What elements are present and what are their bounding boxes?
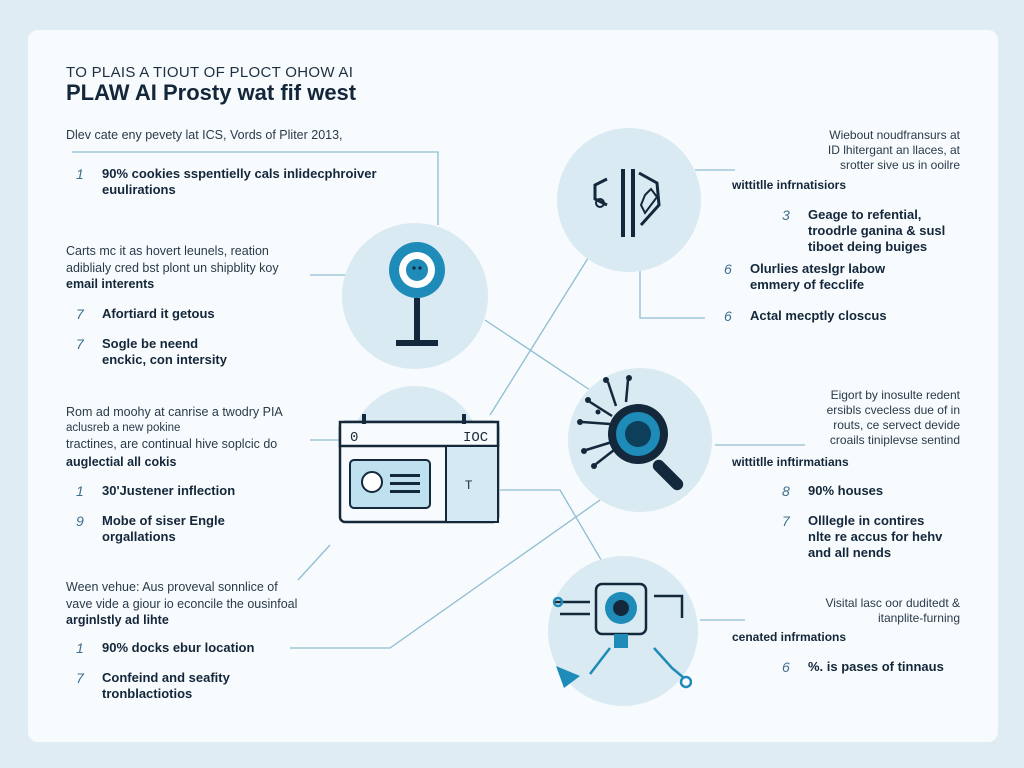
infographic-card — [28, 30, 998, 742]
left-section1-intro: Dlev cate eny pevety lat ICS, Vords of P… — [66, 128, 343, 142]
item-text: Afortiard it getous — [102, 306, 215, 321]
list-item: 7 Afortiard it getous — [76, 306, 336, 322]
device-side-label: T — [465, 478, 473, 492]
right-section1-note: Wiebout noudfransurs at ID lhitergant an… — [827, 128, 960, 172]
list-item: 7 Confeind and seafity tronblactiotios — [76, 670, 336, 702]
gear-pipeline-icon — [552, 582, 692, 689]
item-number: 8 — [782, 483, 790, 499]
list-item: 6 %. is pases of tinnaus — [782, 659, 972, 675]
item-number: 7 — [76, 306, 84, 322]
connector-line — [484, 319, 591, 391]
item-number: 1 — [76, 483, 84, 499]
left-section2-intro-1: Carts mc it as hovert leunels, reation — [66, 244, 269, 258]
list-item: 1 90% docks ebur location — [76, 640, 336, 656]
item-number: 1 — [76, 640, 84, 656]
list-item: 3 Geage to refential, troodrle ganina & … — [782, 207, 972, 255]
item-number: 7 — [76, 670, 84, 686]
item-text: Olllegle in contires nlte re accus for h… — [808, 513, 943, 560]
shield-icon — [593, 169, 661, 237]
item-text: 30'Justener inflection — [102, 483, 236, 498]
connector-line — [489, 254, 591, 416]
left-section4-intro-2: vave vide a giour io econcile the ousinf… — [66, 597, 298, 611]
device-window-icon — [338, 414, 500, 524]
connector-line — [639, 265, 705, 319]
connector-line — [72, 151, 439, 225]
list-item: 6 Actal mecptly closcus — [724, 308, 944, 324]
list-item: 1 90% cookies sspentielly cals inlidecph… — [76, 166, 416, 198]
item-text: Sogle be neend enckic, con intersity — [102, 336, 227, 367]
left-section3-intro-2: aclusreb a new pokine — [66, 422, 181, 434]
connector-line — [290, 499, 601, 649]
item-text: Confeind and seafity tronblactiotios — [102, 670, 230, 701]
left-section4-intro-3: arginlstly ad lihte — [66, 613, 169, 627]
page-title: PLAW AI Prosty wat fif west — [66, 80, 357, 105]
item-number: 7 — [76, 336, 84, 352]
item-text: 90% houses — [808, 483, 884, 498]
magnifier-icon — [577, 375, 684, 491]
device-left-label: 0 — [350, 430, 359, 446]
webcam-icon — [389, 242, 445, 346]
left-section3-intro-4: auglectial all cokis — [66, 455, 177, 469]
list-item: 9 Mobe of siser Engle orgallations — [76, 513, 336, 545]
right-section2-note: Eigort by inosulte redent ersibls cvecle… — [826, 388, 960, 447]
left-section2-intro-3: email interents — [66, 277, 155, 291]
item-number: 6 — [724, 308, 732, 324]
item-number: 6 — [782, 659, 790, 675]
item-text: 90% cookies sspentielly cals inlidecphro… — [102, 166, 377, 197]
item-number: 6 — [724, 261, 732, 277]
item-text: 90% docks ebur location — [102, 640, 255, 655]
item-text: Mobe of siser Engle orgallations — [102, 513, 225, 544]
supertitle: TO PLAIS A TIOUT OF PLOCT OHOW AI — [66, 64, 354, 81]
connector-line — [500, 489, 611, 576]
left-section3-intro-1: Rom ad moohy at canrise a twodry PIA — [66, 405, 283, 419]
device-right-label: IOC — [463, 430, 489, 446]
list-item: 8 90% houses — [782, 483, 972, 499]
connector-line — [297, 544, 331, 581]
item-text: %. is pases of tinnaus — [808, 659, 944, 674]
right-section3-note: Visital lasc oor duditedt & itanplite-fu… — [825, 596, 960, 625]
left-section4-intro-1: Ween vehue: Aus proveval sonnlice of — [66, 580, 278, 594]
item-number: 9 — [76, 513, 84, 529]
item-number: 3 — [782, 207, 790, 223]
list-item: 7 Sogle be neend enckic, con intersity — [76, 336, 336, 368]
right-section3-label: cenated infrmations — [732, 630, 847, 644]
right-section1-label: wittitlle infrnatisiors — [732, 178, 847, 192]
right-section2-label: wittitlle inftirmatians — [732, 455, 849, 469]
list-item: 7 Olllegle in contires nlte re accus for… — [782, 513, 972, 561]
item-text: Geage to refential, troodrle ganina & su… — [808, 207, 946, 254]
list-item: 1 30'Justener inflection — [76, 483, 336, 499]
item-text: Actal mecptly closcus — [750, 308, 887, 323]
item-text: Olurlies ateslgr labow emmery of fecclif… — [750, 261, 886, 292]
icon-circle-shield — [557, 128, 701, 272]
item-number: 7 — [782, 513, 790, 529]
list-item: 6 Olurlies ateslgr labow emmery of feccl… — [724, 261, 944, 293]
item-number: 1 — [76, 166, 84, 182]
left-section3-intro-3: tractines, are continual hive soplcic do — [66, 437, 278, 451]
left-section2-intro-2: adiblialy cred bst plont un shipblity ko… — [66, 261, 279, 275]
